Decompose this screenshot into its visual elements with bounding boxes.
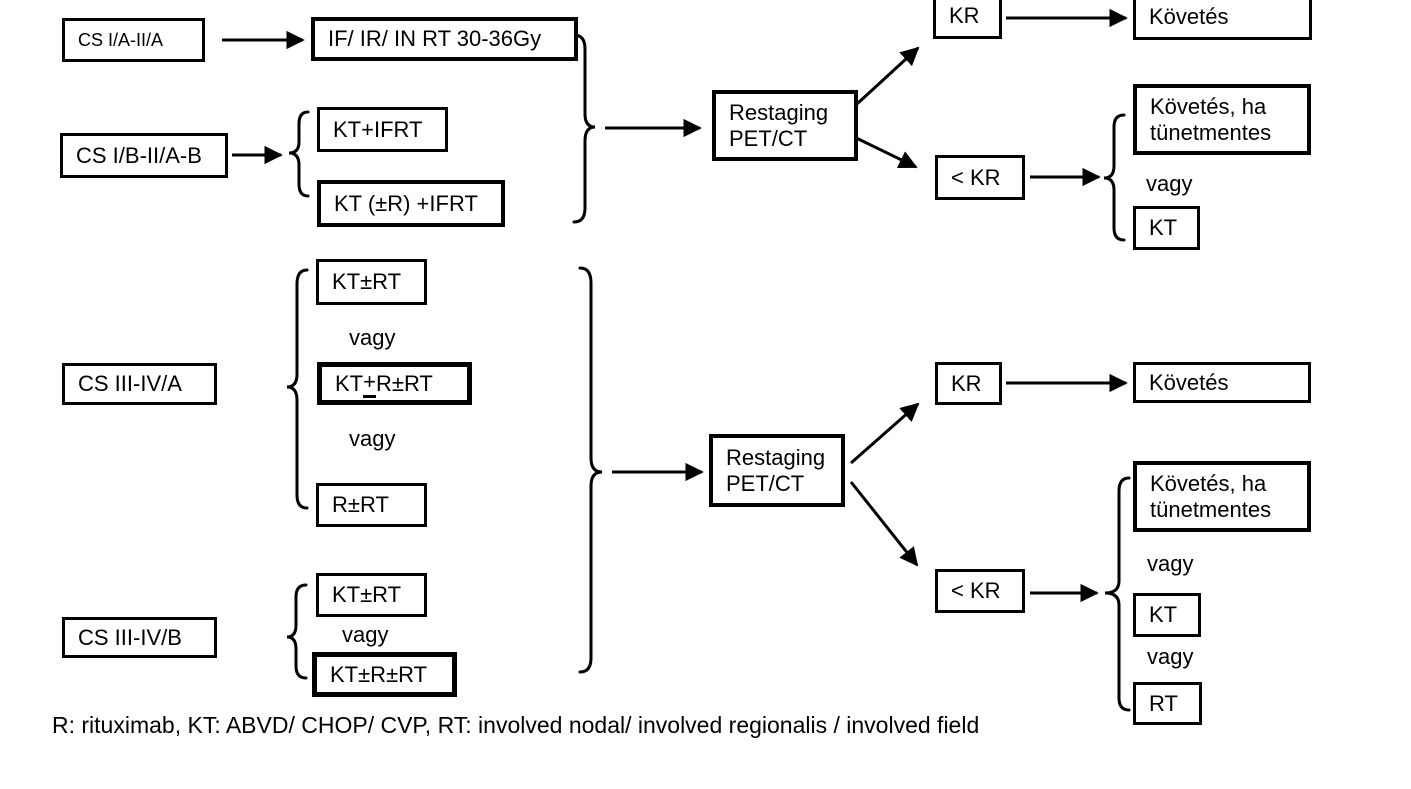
node-label: CS III-IV/B [78, 624, 182, 650]
abbreviation-legend: R: rituximab, KT: ABVD/ CHOP/ CVP, RT: i… [52, 712, 980, 738]
or-label: vagy [1146, 171, 1193, 196]
node-label: KT+IFRT [333, 116, 423, 142]
node-label: RT [1149, 690, 1178, 716]
node-kovetes-2: Követés [1133, 362, 1311, 403]
arrow-restaging2-to-kr [850, 402, 920, 465]
or-label: vagy [1147, 551, 1194, 576]
node-label: KT (±R) +IFRT [334, 190, 478, 216]
node-label-line1: Restaging [726, 444, 826, 470]
node-label: KT [1149, 215, 1178, 241]
node-label: < KR [951, 578, 1001, 604]
brace-close-advanced-stage-group [578, 266, 603, 674]
node-r-pm-rt: R±RT [316, 483, 427, 527]
node-label: KT±RT [332, 582, 402, 608]
node-restaging-pet-ct-1: Restaging PET/CT [712, 90, 858, 161]
node-kovetes-ha-tunetmentes-2: Követés, ha tünetmentes [1133, 461, 1311, 532]
node-label: KT±R±RT [330, 661, 428, 687]
brace-open-cs3-options [286, 268, 309, 510]
node-kt-1: KT [1133, 206, 1200, 250]
node-label-line2: tünetmentes [1150, 119, 1272, 145]
node-label-line1: Követés, ha [1150, 93, 1267, 119]
node-kt-pm-r-ifrt: KT (±R) +IFRT [317, 180, 505, 227]
node-kovetes-1: Követés [1133, 0, 1312, 40]
node-label: KR [949, 3, 980, 29]
node-kr-1: KR [933, 0, 1002, 39]
node-label: KT±RT [332, 269, 402, 295]
brace-open-cs4-options [286, 583, 308, 680]
node-label-part: KT [335, 370, 364, 396]
node-cs-ib-iia-b: CS I/B-II/A-B [60, 133, 228, 178]
brace-close-early-stage-group [572, 33, 596, 224]
node-label: Követés [1149, 3, 1229, 29]
brace-open-cs2-options [288, 110, 310, 198]
node-kt-ifrt: KT+IFRT [317, 107, 448, 152]
brace-open-ltkr2-options [1104, 476, 1131, 712]
arrow-restaging2-to-ltkr [849, 481, 919, 567]
or-label: vagy [349, 325, 396, 350]
node-rt-2: RT [1133, 682, 1202, 725]
node-label: IF/ IR/ IN RT 30-36Gy [328, 26, 542, 52]
node-kt-pm-rt-b: KT±RT [316, 573, 427, 617]
node-lt-kr-2: < KR [935, 569, 1025, 613]
node-kr-2: KR [935, 362, 1002, 405]
node-label-line2: PET/CT [729, 125, 808, 151]
node-label: Követés [1149, 369, 1229, 395]
node-label-line1: Restaging [729, 99, 829, 125]
node-if-ir-in-rt: IF/ IR/ IN RT 30-36Gy [311, 17, 578, 61]
node-kt-2: KT [1133, 593, 1201, 637]
or-label: vagy [342, 622, 389, 647]
node-label: CS I/A-II/A [78, 29, 164, 50]
arrow-restaging1-to-kr [844, 46, 920, 116]
node-label-part: R±RT [375, 370, 433, 396]
node-kovetes-ha-tunetmentes-1: Követés, ha tünetmentes [1133, 84, 1311, 155]
node-label-underlined-plus: + [363, 369, 376, 398]
node-label: < KR [951, 164, 1001, 190]
node-restaging-pet-ct-2: Restaging PET/CT [709, 434, 845, 507]
node-label-line2: PET/CT [726, 470, 805, 496]
brace-open-ltkr1-options [1103, 113, 1126, 242]
node-label: KR [951, 370, 982, 396]
node-cs-iii-ivb: CS III-IV/B [62, 617, 217, 658]
or-label: vagy [1147, 644, 1194, 669]
node-lt-kr-1: < KR [935, 155, 1025, 200]
node-label-line2: tünetmentes [1150, 496, 1272, 522]
node-label: KT [1149, 602, 1178, 628]
node-kt-pm-r-pm-rt-a: KT+R±RT [317, 362, 472, 405]
node-cs-ia-iia: CS I/A-II/A [62, 18, 205, 62]
node-label: CS I/B-II/A-B [76, 142, 202, 168]
node-label-line1: Követés, ha [1150, 470, 1267, 496]
node-label: CS III-IV/A [78, 371, 182, 397]
node-kt-pm-rt-a: KT±RT [316, 259, 427, 305]
node-label: R±RT [332, 492, 389, 518]
or-label: vagy [349, 426, 396, 451]
node-kt-pm-r-pm-rt-b: KT±R±RT [312, 652, 457, 697]
node-cs-iii-iva: CS III-IV/A [62, 363, 217, 405]
